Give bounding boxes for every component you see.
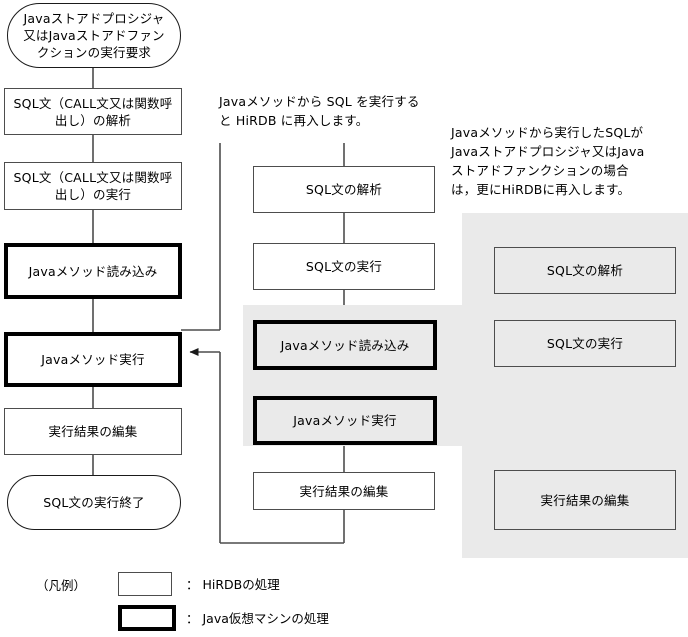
legend-text-hirdb: ： HiRDBの処理 bbox=[186, 577, 280, 592]
left-start-label: Javaストアドプロシジャ 又はJavaストアドファン クションの実行要求 bbox=[23, 11, 165, 60]
right-step-sql-parse-label: SQL文の解析 bbox=[546, 263, 624, 278]
left-start-terminator: Javaストアドプロシジャ 又はJavaストアドファン クションの実行要求 bbox=[7, 3, 181, 68]
left-end-terminator: SQL文の実行終了 bbox=[7, 475, 181, 530]
left-step-result-edit-label: 実行結果の編集 bbox=[48, 424, 138, 439]
middle-step-result-edit-label: 実行結果の編集 bbox=[299, 483, 389, 499]
middle-step-java-exec-label: Javaメソッド実行 bbox=[293, 413, 397, 428]
left-end-label: SQL文の実行終了 bbox=[43, 495, 145, 510]
left-step-sql-parse-label: SQL文（CALL文又は関数呼 出し）の解析 bbox=[13, 95, 173, 128]
legend-text-jvm: ： Java仮想マシンの処理 bbox=[186, 611, 329, 626]
right-step-sql-exec-label: SQL文の実行 bbox=[546, 336, 624, 351]
right-column-note: Javaメソッドから実行したSQLが Javaストアドプロシジャ又はJava ス… bbox=[451, 125, 645, 197]
middle-step-sql-parse-label: SQL文の解析 bbox=[305, 182, 383, 197]
middle-step-sql-exec: SQL文の実行 bbox=[253, 243, 435, 290]
middle-step-java-exec: Javaメソッド実行 bbox=[253, 396, 437, 445]
left-step-sql-exec-label: SQL文（CALL文又は関数呼 出し）の実行 bbox=[13, 170, 173, 202]
left-step-sql-exec: SQL文（CALL文又は関数呼 出し）の実行 bbox=[4, 162, 182, 210]
middle-step-sql-exec-label: SQL文の実行 bbox=[305, 259, 383, 274]
right-step-result-edit: 実行結果の編集 bbox=[494, 470, 676, 530]
middle-step-sql-parse: SQL文の解析 bbox=[253, 166, 435, 213]
left-step-result-edit: 実行結果の編集 bbox=[4, 408, 182, 455]
right-step-result-edit-label: 実行結果の編集 bbox=[540, 492, 630, 508]
middle-step-result-edit: 実行結果の編集 bbox=[253, 472, 435, 510]
middle-step-java-load: Javaメソッド読み込み bbox=[253, 320, 437, 370]
left-step-java-exec: Javaメソッド実行 bbox=[4, 332, 182, 387]
middle-column-note: Javaメソッドから SQL を実行する と HiRDB に再入します。 bbox=[219, 94, 420, 128]
left-step-sql-parse: SQL文（CALL文又は関数呼 出し）の解析 bbox=[4, 88, 182, 135]
left-step-java-load-label: Javaメソッド読み込み bbox=[28, 263, 158, 279]
right-step-sql-exec: SQL文の実行 bbox=[494, 320, 676, 367]
right-step-sql-parse: SQL文の解析 bbox=[494, 247, 676, 294]
legend-swatch-jvm bbox=[118, 605, 176, 631]
legend-swatch-hirdb bbox=[118, 572, 172, 596]
left-step-java-load: Javaメソッド読み込み bbox=[4, 243, 182, 299]
legend-caption: （凡例） bbox=[36, 578, 87, 593]
left-step-java-exec-label: Javaメソッド実行 bbox=[41, 352, 145, 367]
middle-step-java-load-label: Javaメソッド読み込み bbox=[280, 337, 410, 353]
